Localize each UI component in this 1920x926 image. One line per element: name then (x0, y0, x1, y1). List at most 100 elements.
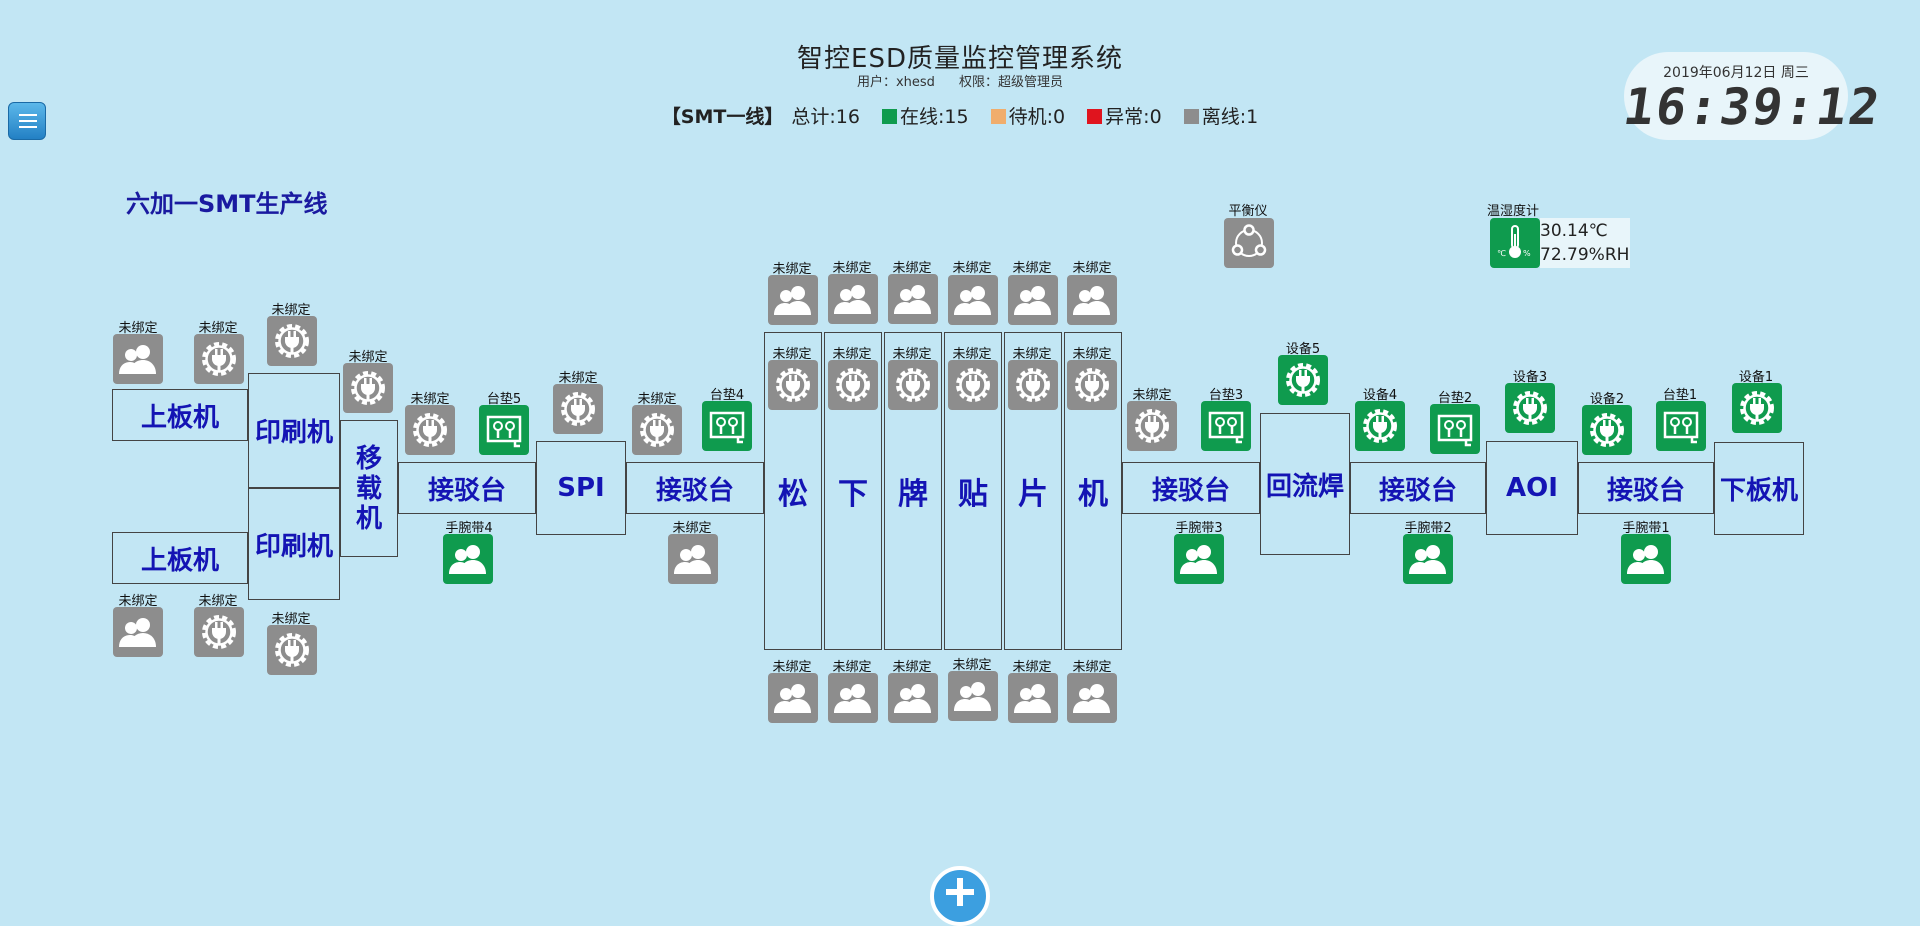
people-icon[interactable] (1008, 673, 1058, 723)
plug-gear-icon[interactable] (948, 360, 998, 410)
machine-transfer[interactable]: 移 载 机 (340, 420, 398, 557)
share-nodes-icon[interactable] (1224, 218, 1274, 268)
plug-gear-icon[interactable] (1127, 401, 1177, 451)
people-icon[interactable] (1008, 275, 1058, 325)
machine-printer-top[interactable]: 印刷机 (248, 373, 340, 488)
device-label: 温湿度计 (1486, 204, 1539, 219)
abnormal-count: 异常:0 (1105, 106, 1162, 128)
device-label: 未绑定 (772, 660, 812, 675)
device-label: 设备2 (1589, 392, 1625, 407)
device-label: 未绑定 (672, 521, 712, 536)
mat-icon[interactable] (702, 401, 752, 451)
people-icon[interactable] (828, 274, 878, 324)
device-label: 设备5 (1285, 342, 1321, 357)
device-label: 台垫3 (1208, 388, 1244, 403)
people-icon[interactable] (948, 275, 998, 325)
device-label: 台垫2 (1437, 391, 1473, 406)
plug-gear-icon[interactable] (267, 625, 317, 675)
offline-count: 离线:1 (1201, 106, 1259, 128)
plug-gear-icon[interactable] (194, 607, 244, 657)
machine-spi[interactable]: SPI (536, 441, 626, 535)
people-icon[interactable] (1067, 673, 1117, 723)
plug-gear-icon[interactable] (1278, 355, 1328, 405)
machine-dock-5[interactable]: 接驳台 (1578, 462, 1714, 514)
device-label: 未绑定 (772, 262, 812, 277)
people-icon[interactable] (443, 534, 493, 584)
people-icon[interactable] (1621, 534, 1671, 584)
machine-dock-3[interactable]: 接驳台 (1122, 462, 1260, 514)
machine-loader-bottom[interactable]: 上板机 (112, 532, 248, 584)
people-icon[interactable] (888, 673, 938, 723)
hygrometer-temperature: 30.14℃ (1540, 221, 1608, 241)
plug-gear-icon[interactable] (1505, 383, 1555, 433)
hygrometer-humidity: 72.79%RH (1540, 245, 1630, 265)
machine-unloader[interactable]: 下板机 (1714, 442, 1804, 535)
plug-gear-icon[interactable] (828, 360, 878, 410)
thermometer-icon[interactable]: ℃% (1490, 218, 1540, 268)
people-icon[interactable] (888, 274, 938, 324)
device-label: 未绑定 (952, 261, 992, 276)
plug-gear-icon[interactable] (888, 360, 938, 410)
svg-text:%: % (1523, 249, 1531, 258)
device-label: 未绑定 (1012, 261, 1052, 276)
device-label: 未绑定 (952, 347, 992, 362)
device-label: 未绑定 (558, 371, 598, 386)
status-summary: 【SMT一线】总计:16 在线:15 待机:0 异常:0 离线:1 (0, 102, 1920, 129)
plug-gear-icon[interactable] (267, 316, 317, 366)
device-label: 未绑定 (271, 612, 311, 627)
people-icon[interactable] (1067, 275, 1117, 325)
people-icon[interactable] (828, 673, 878, 723)
mat-icon[interactable] (1201, 401, 1251, 451)
hygrometer-readout-panel (1540, 218, 1630, 268)
people-icon[interactable] (113, 334, 163, 384)
offline-count-group: 离线:1 (1183, 102, 1259, 129)
device-label: 未绑定 (198, 321, 238, 336)
machine-dock-2[interactable]: 接驳台 (626, 462, 764, 514)
clock-time: 16:39:12 (1619, 78, 1885, 136)
machine-reflow[interactable]: 回流焊 (1260, 413, 1350, 555)
device-label: 未绑定 (772, 347, 812, 362)
svg-text:℃: ℃ (1497, 249, 1506, 258)
people-icon[interactable] (1174, 534, 1224, 584)
people-icon[interactable] (113, 607, 163, 657)
plug-gear-icon[interactable] (1355, 401, 1405, 451)
device-label: 设备4 (1362, 388, 1398, 403)
device-label: 未绑定 (118, 321, 158, 336)
standby-count-group: 待机:0 (990, 102, 1065, 129)
plug-gear-icon[interactable] (768, 360, 818, 410)
plug-gear-icon[interactable] (1582, 405, 1632, 455)
device-label: 手腕带4 (445, 521, 493, 536)
plug-gear-icon[interactable] (553, 384, 603, 434)
machine-printer-bottom[interactable]: 印刷机 (248, 488, 340, 600)
device-label: 手腕带1 (1622, 521, 1670, 536)
add-button[interactable] (930, 866, 990, 926)
device-label: 未绑定 (198, 594, 238, 609)
plug-gear-icon[interactable] (343, 363, 393, 413)
mat-icon[interactable] (1656, 401, 1706, 451)
device-label: 未绑定 (892, 347, 932, 362)
machine-dock-1[interactable]: 接驳台 (398, 462, 536, 514)
people-icon[interactable] (668, 534, 718, 584)
people-icon[interactable] (1403, 534, 1453, 584)
machine-aoi[interactable]: AOI (1486, 441, 1578, 535)
device-label: 未绑定 (952, 658, 992, 673)
people-icon[interactable] (768, 275, 818, 325)
machine-dock-4[interactable]: 接驳台 (1350, 462, 1486, 514)
device-label: 未绑定 (1072, 261, 1112, 276)
production-line-name: 六加一SMT生产线 (126, 190, 328, 218)
mat-icon[interactable] (1430, 404, 1480, 454)
plug-gear-icon[interactable] (632, 405, 682, 455)
device-label: 未绑定 (1072, 347, 1112, 362)
mat-icon[interactable] (479, 405, 529, 455)
people-icon[interactable] (768, 673, 818, 723)
line-label: 【SMT一线】 (661, 106, 784, 128)
plug-gear-icon[interactable] (405, 405, 455, 455)
people-icon[interactable] (948, 671, 998, 721)
total-count: 总计:16 (791, 106, 860, 128)
plug-gear-icon[interactable] (194, 334, 244, 384)
plug-gear-icon[interactable] (1732, 383, 1782, 433)
plug-gear-icon[interactable] (1008, 360, 1058, 410)
machine-loader-top[interactable]: 上板机 (112, 389, 248, 441)
menu-button[interactable] (8, 102, 46, 140)
plug-gear-icon[interactable] (1067, 360, 1117, 410)
